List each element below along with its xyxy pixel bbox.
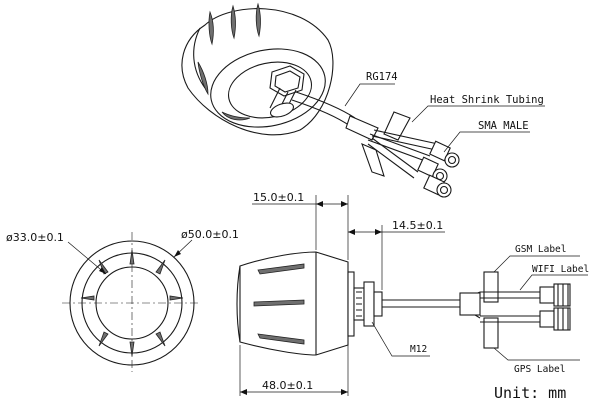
side-view: [236, 251, 588, 361]
dim-mount-length: 14.5±0.1: [392, 219, 443, 232]
grip-slots: [197, 2, 261, 121]
dim-outer-diameter: ø50.0±0.1: [181, 228, 239, 241]
label-rg174: RG174: [366, 71, 398, 83]
unit-label: Unit: mm: [494, 384, 566, 402]
label-gsm: GSM Label: [515, 244, 566, 255]
sma-connectors-iso: [417, 140, 460, 198]
label-gps: GPS Label: [514, 364, 565, 375]
front-view: [62, 232, 200, 372]
label-sma-male: SMA MALE: [478, 120, 529, 132]
dimension-lines: [239, 195, 445, 396]
dim-housing-depth: 15.0±0.1: [253, 191, 304, 204]
sma-connectors-side: [539, 283, 571, 331]
isometric-view: [181, 2, 545, 198]
front-grip-slots: [80, 249, 184, 357]
label-heat-shrink-tubing: Heat Shrink Tubing: [430, 94, 544, 106]
dim-inner-diameter: ø33.0±0.1: [6, 231, 64, 244]
dim-total-width: 48.0±0.1: [262, 379, 313, 392]
label-m12: M12: [410, 344, 427, 355]
label-wifi: WIFI Label: [532, 264, 589, 275]
